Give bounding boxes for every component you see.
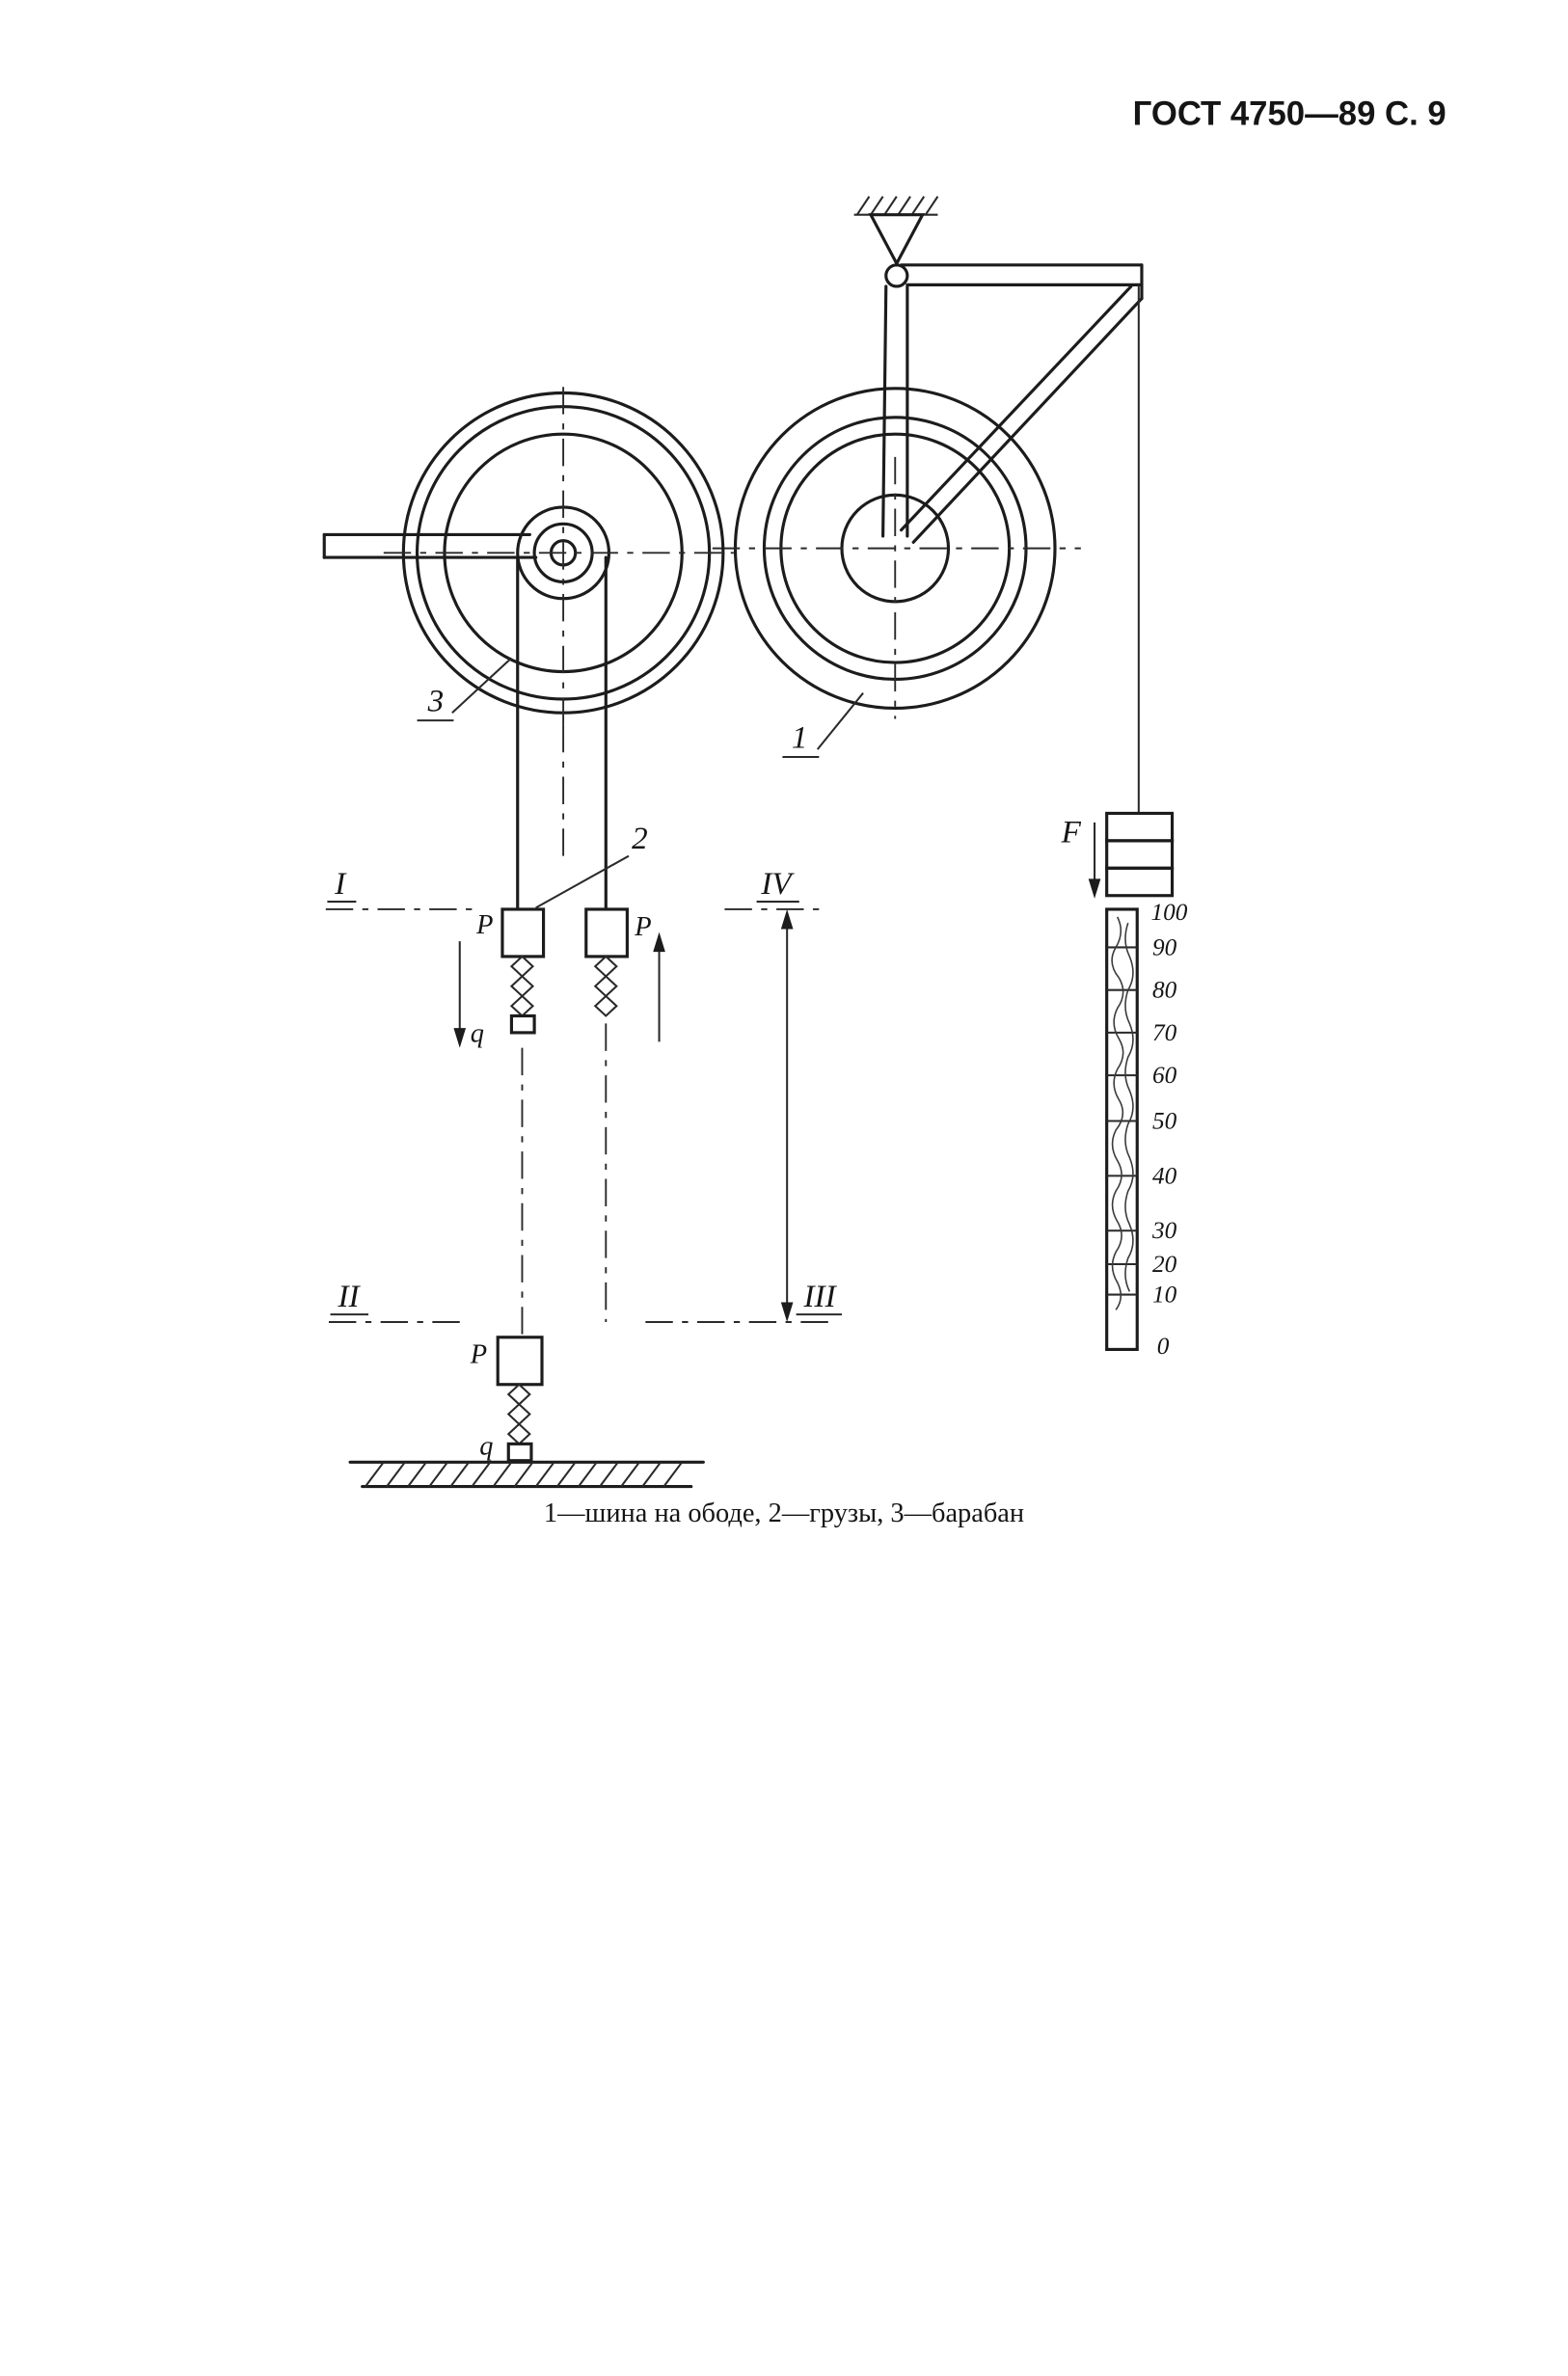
p-arrow-down-icon [453, 1028, 467, 1048]
bottom-weight-assembly: P q [470, 1336, 544, 1463]
ground [348, 1460, 705, 1489]
scale-tick-60: 60 [1152, 1062, 1177, 1089]
force-weight-stack: F [1061, 811, 1175, 899]
load-q-bottom: q [479, 1431, 493, 1461]
scale-tick-0: 0 [1157, 1333, 1170, 1360]
drum-wheel: 3 [322, 387, 734, 725]
weights-pair: 2 [500, 821, 648, 958]
measuring-scale: 100 90 80 70 60 50 40 30 20 10 0 [1105, 899, 1188, 1360]
scale-tick-20: 20 [1152, 1251, 1177, 1278]
dimension-arrow-up-icon [780, 908, 794, 930]
section-lines: I IV II III [325, 866, 842, 1323]
load-p-bottom: P [470, 1340, 487, 1370]
load-q-left: q [471, 1018, 484, 1048]
weight-bottom [496, 1336, 544, 1387]
gost-header: ГОСТ 4750—89 С. 9 [1133, 96, 1446, 133]
chains [509, 955, 618, 1035]
scale-tick-40: 40 [1152, 1162, 1177, 1189]
scale-tick-10: 10 [1152, 1281, 1177, 1308]
force-arrow-down-icon [1088, 878, 1101, 899]
section-II-label: II [337, 1279, 361, 1314]
figure-caption: 1—шина на ободе, 2—грузы, 3—барабан [544, 1498, 1024, 1528]
weight-left [500, 907, 546, 958]
lever-frame [881, 263, 1144, 814]
load-p-right: P [634, 912, 651, 942]
scale-tick-50: 50 [1152, 1107, 1177, 1134]
weight-right [584, 907, 629, 958]
p-arrow-up-icon [653, 932, 665, 953]
scale-tick-70: 70 [1152, 1019, 1177, 1046]
tire-number: 1 [792, 720, 808, 756]
scale-tick-100: 100 [1150, 899, 1187, 926]
section-I-label: I [334, 866, 347, 902]
section-III-label: III [803, 1279, 838, 1314]
force-annotations: P q P [453, 910, 665, 1048]
section-IV-label: IV [760, 866, 795, 902]
drum-number: 3 [427, 684, 445, 719]
fixed-support [853, 196, 939, 288]
scale-tick-90: 90 [1152, 933, 1177, 960]
scale-tick-80: 80 [1152, 977, 1177, 1004]
tire-wheel: 1 [712, 387, 1081, 759]
scale-tick-30: 30 [1151, 1217, 1177, 1244]
load-p-left: P [475, 910, 493, 940]
cords [516, 555, 608, 1337]
weights-number: 2 [632, 821, 648, 856]
force-label: F [1061, 814, 1082, 850]
dimension-arrow-down-icon [780, 1302, 794, 1322]
